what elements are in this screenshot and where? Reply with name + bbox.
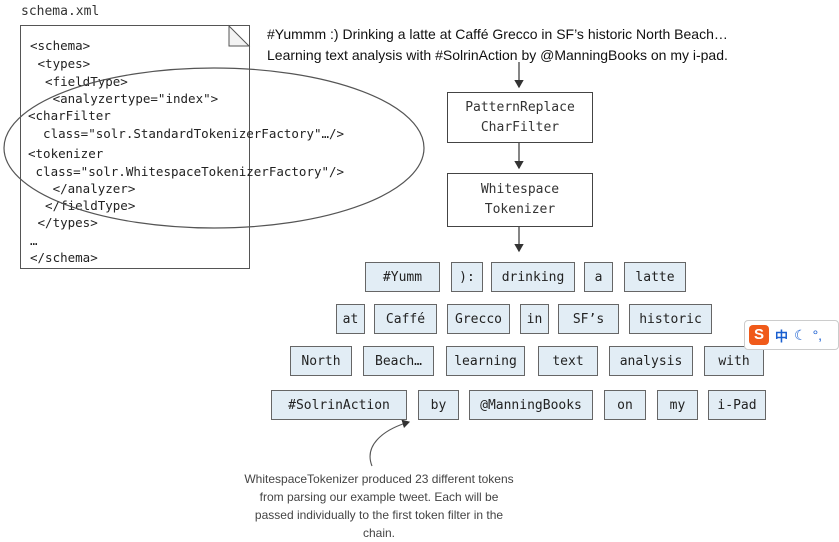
token: #SolrinAction: [271, 390, 407, 420]
caption-text: WhitespaceTokenizer produced 23 differen…: [244, 472, 514, 540]
token: ):: [451, 262, 483, 292]
code-line: </schema>: [30, 250, 98, 265]
token: with: [704, 346, 764, 376]
token: at: [336, 304, 365, 334]
token: Caffé: [374, 304, 437, 334]
token: @ManningBooks: [469, 390, 593, 420]
token: Beach…: [363, 346, 434, 376]
stage-label: Tokenizer: [484, 202, 556, 217]
token: #Yumm: [365, 262, 440, 292]
token: by: [418, 390, 459, 420]
token: text: [538, 346, 598, 376]
token: historic: [629, 304, 712, 334]
token: SF’s: [558, 304, 619, 334]
token: in: [520, 304, 549, 334]
code-line: class="solr.StandardTokenizerFactory"…/>: [28, 126, 345, 141]
code-line: </types>: [30, 215, 98, 230]
code-line: </fieldType>: [30, 198, 136, 213]
example-tweet: #Yummm :) Drinking a latte at Caffé Grec…: [267, 24, 728, 66]
ime-language-toggle[interactable]: 中: [775, 328, 789, 344]
tweet-line: #Yummm :) Drinking a latte at Caffé Grec…: [267, 26, 728, 42]
token: a: [584, 262, 613, 292]
page-fold-icon: [228, 24, 251, 47]
code-line: class="solr.WhitespaceTokenizerFactory"/…: [28, 164, 345, 179]
token: learning: [446, 346, 525, 376]
highlight-ellipse: [3, 67, 425, 229]
punctuation-icon[interactable]: °,: [812, 327, 823, 343]
token: on: [604, 390, 646, 420]
token: Grecco: [447, 304, 510, 334]
token: drinking: [491, 262, 575, 292]
token: latte: [624, 262, 686, 292]
ime-toolbar[interactable]: S 中 ☾ °,: [744, 320, 839, 350]
tweet-line: Learning text analysis with #SolrinActio…: [267, 47, 728, 63]
stage-label: Whitespace: [480, 182, 560, 197]
moon-icon[interactable]: ☾: [794, 326, 807, 343]
code-line: </analyzer>: [30, 181, 136, 196]
pattern-replace-charfilter-box: PatternReplace CharFilter: [447, 92, 593, 143]
caption-callout-arrow: [369, 419, 411, 467]
code-line: …: [30, 233, 38, 248]
code-line: <tokenizer: [28, 146, 104, 161]
stage-label: PatternReplace: [465, 99, 575, 115]
code-line: <charFilter: [28, 108, 111, 123]
token: analysis: [609, 346, 693, 376]
sogou-logo-icon[interactable]: S: [749, 325, 769, 345]
code-line: <analyzertype="index">: [30, 91, 219, 106]
code-line: <fieldType>: [30, 74, 128, 89]
token: North: [290, 346, 352, 376]
schema-file-label: schema.xml: [21, 4, 100, 19]
stage-label: CharFilter: [480, 119, 560, 135]
code-line: <schema>: [30, 38, 91, 53]
code-line: <types>: [30, 56, 91, 71]
token: my: [657, 390, 698, 420]
token: i-Pad: [708, 390, 766, 420]
whitespace-tokenizer-box: Whitespace Tokenizer: [447, 173, 593, 227]
